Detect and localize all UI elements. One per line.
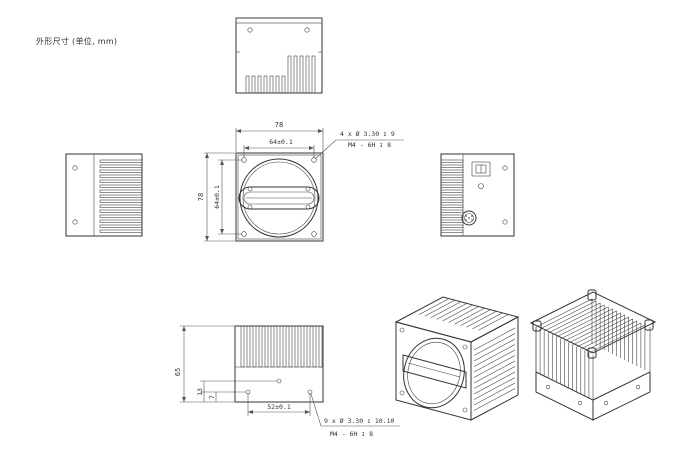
iso-front-view xyxy=(394,296,520,421)
side-holes-callout-1: 9 x Ø 3.30 ↧ 10.10 xyxy=(324,417,395,425)
front-holes-callout-1: 4 x Ø 3.30 ↧ 9 xyxy=(340,130,395,138)
left-view xyxy=(65,153,143,237)
dim-bottom-pitch: 52±0.1 xyxy=(267,403,291,411)
dim-width-total: 78 xyxy=(275,121,283,129)
side-holes-callout-2: M4 - 6H ↧ 8 xyxy=(330,430,373,438)
right-view xyxy=(440,153,515,237)
dim-side-7: 7 xyxy=(208,395,216,399)
top-view xyxy=(235,17,323,94)
front-view: 78 64±0.1 78 64±0.1 4 x Ø 3.30 ↧ 9 M4 - xyxy=(197,121,404,242)
dim-hole-pitch-v: 64±0.1 xyxy=(213,185,221,209)
dim-depth-total: 65 xyxy=(174,368,182,376)
page-title: 外形尺寸 (单位, mm) xyxy=(36,37,118,46)
bottom-side-view: 65 13 7 52±0.1 9 x Ø 3.30 ↧ 10.10 M4 - 6… xyxy=(174,325,400,438)
iso-back-view xyxy=(529,289,657,421)
dim-side-13: 13 xyxy=(196,388,204,396)
dim-height-total: 78 xyxy=(197,193,205,201)
dim-hole-pitch-h: 64±0.1 xyxy=(269,138,293,146)
front-holes-callout-2: M4 - 6H ↧ 8 xyxy=(348,141,391,149)
